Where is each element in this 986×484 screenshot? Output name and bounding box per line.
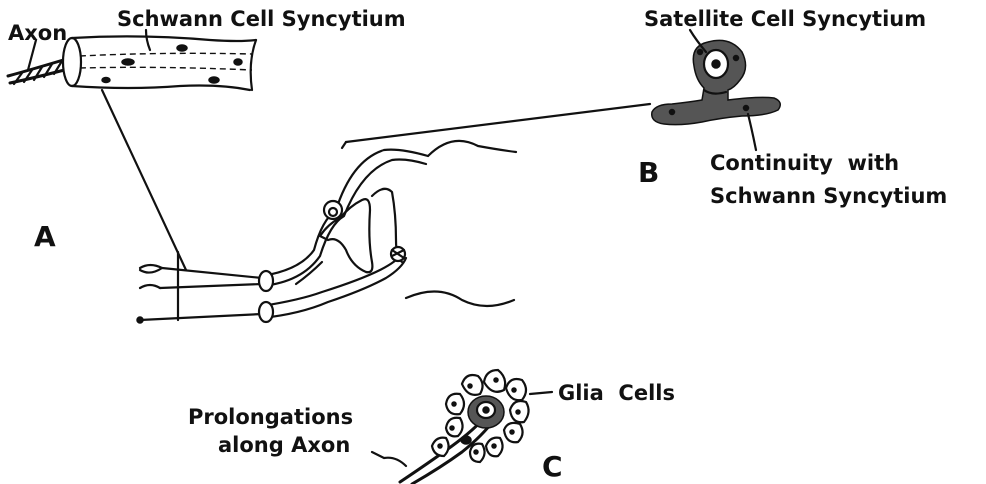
- glia-cells-illustration: [372, 370, 552, 484]
- connector-tick: [342, 142, 346, 148]
- glia-cells-label: Glia Cells: [558, 381, 675, 405]
- prolongations-label-line1: Prolongations: [188, 405, 353, 429]
- prolongation-leader-line: [372, 452, 406, 466]
- continuity-leader-line: [748, 114, 756, 150]
- schwann-connector-line: [102, 90, 186, 270]
- satellite-nucleus-4: [670, 110, 675, 115]
- dorsal-root: [259, 150, 428, 291]
- schwann-leader-line: [146, 30, 150, 50]
- spinal-segment-sketch: [137, 104, 650, 323]
- satellite-syncytium-illustration: [652, 30, 781, 150]
- ventral-root: [259, 254, 406, 322]
- neuron-nucleus: [712, 60, 720, 68]
- cord-outline-bottom: [406, 291, 514, 306]
- satellite-nucleus-1: [698, 50, 703, 55]
- peripheral-nerve-fibers: [137, 252, 262, 323]
- continuity-label-line2: Schwann Syncytium: [710, 184, 947, 208]
- satellite-connector-line: [346, 104, 650, 142]
- panel-label-a: A: [34, 220, 56, 253]
- satellite-syncytium-label: Satellite Cell Syncytium: [644, 7, 926, 31]
- satellite-nucleus-2: [734, 56, 739, 61]
- satellite-nucleus-3: [744, 106, 749, 111]
- panel-label-c: C: [542, 450, 563, 483]
- continuity-label-line1: Continuity with: [710, 151, 899, 175]
- schwann-syncytium-label: Schwann Cell Syncytium: [117, 7, 406, 31]
- cord-outline-top: [428, 141, 516, 156]
- glia-leader-line: [530, 392, 552, 394]
- panel-label-b: B: [638, 156, 659, 189]
- prolongations-label-line2: along Axon: [218, 433, 350, 457]
- schwann-tube: [63, 36, 256, 90]
- axon-label: Axon: [8, 21, 67, 45]
- glia-cluster: [432, 370, 529, 462]
